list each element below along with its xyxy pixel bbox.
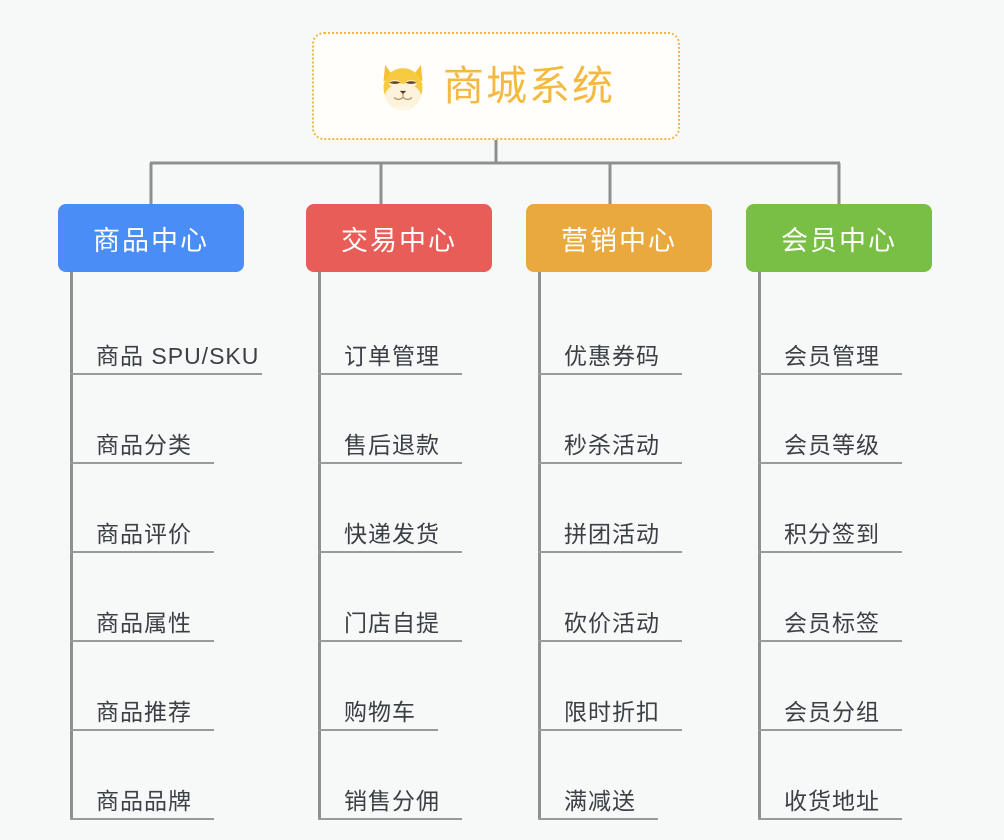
leaf-item[interactable]: 优惠券码	[526, 286, 712, 375]
leaf-item-label: 会员分组	[784, 698, 880, 725]
leaf-item-underline	[758, 640, 902, 642]
leaf-item-underline	[538, 729, 682, 731]
leaf-item-underline	[538, 551, 682, 553]
leaf-item-underline	[70, 373, 262, 375]
leaf-item-underline	[318, 373, 462, 375]
shiba-dog-face-icon	[377, 60, 429, 112]
leaf-item-label: 商品评价	[96, 520, 192, 547]
leaf-item-underline	[758, 729, 902, 731]
leaf-item-label: 快递发货	[344, 520, 440, 547]
leaf-item-underline	[318, 818, 462, 820]
leaf-item[interactable]: 满减送	[526, 731, 712, 820]
leaf-item-underline	[318, 551, 462, 553]
leaf-item[interactable]: 商品推荐	[58, 642, 244, 731]
branch-column-3: 营销中心优惠券码秒杀活动拼团活动砍价活动限时折扣满减送	[526, 204, 712, 820]
leaf-item-underline	[70, 462, 214, 464]
leaf-item-underline	[758, 462, 902, 464]
leaf-item-label: 商品 SPU/SKU	[96, 342, 260, 369]
leaf-item[interactable]: 商品品牌	[58, 731, 244, 820]
leaf-item-label: 订单管理	[344, 342, 440, 369]
leaf-item-underline	[758, 373, 902, 375]
leaf-item-label: 门店自提	[344, 609, 440, 636]
leaf-item-label: 商品推荐	[96, 698, 192, 725]
branch-spine-3	[538, 272, 541, 820]
branch-header-1[interactable]: 商品中心	[58, 204, 244, 272]
branch-leaf-list-2: 订单管理售后退款快递发货门店自提购物车销售分佣	[306, 272, 492, 820]
leaf-item-underline	[758, 818, 902, 820]
branch-leaf-list-3: 优惠券码秒杀活动拼团活动砍价活动限时折扣满减送	[526, 272, 712, 820]
leaf-item-label: 购物车	[344, 698, 416, 725]
root-node-shopping-mall-system[interactable]: 商城系统	[312, 32, 680, 140]
leaf-item-underline	[538, 640, 682, 642]
leaf-item-underline	[538, 373, 682, 375]
leaf-item-label: 销售分佣	[344, 787, 440, 814]
leaf-item[interactable]: 秒杀活动	[526, 375, 712, 464]
leaf-item-underline	[70, 818, 214, 820]
leaf-item[interactable]: 商品评价	[58, 464, 244, 553]
leaf-item-label: 商品分类	[96, 431, 192, 458]
branch-header-label: 交易中心	[341, 225, 457, 256]
leaf-item[interactable]: 会员标签	[746, 553, 932, 642]
branch-header-label: 营销中心	[561, 225, 677, 256]
leaf-item[interactable]: 会员分组	[746, 642, 932, 731]
leaf-item-underline	[538, 818, 658, 820]
leaf-item[interactable]: 门店自提	[306, 553, 492, 642]
branch-header-label: 会员中心	[781, 225, 897, 256]
leaf-item-underline	[318, 462, 462, 464]
leaf-item-underline	[758, 551, 902, 553]
leaf-item[interactable]: 拼团活动	[526, 464, 712, 553]
leaf-item-underline	[70, 551, 214, 553]
leaf-item-label: 砍价活动	[564, 609, 660, 636]
leaf-item[interactable]: 购物车	[306, 642, 492, 731]
leaf-item-label: 积分签到	[784, 520, 880, 547]
leaf-item[interactable]: 订单管理	[306, 286, 492, 375]
leaf-item-label: 会员标签	[784, 609, 880, 636]
branch-header-label: 商品中心	[93, 225, 209, 256]
leaf-item-label: 售后退款	[344, 431, 440, 458]
leaf-item[interactable]: 售后退款	[306, 375, 492, 464]
branch-column-1: 商品中心商品 SPU/SKU 商品分类商品评价商品属性商品推荐商品品牌	[58, 204, 262, 820]
branch-leaf-list-4: 会员管理会员等级积分签到会员标签会员分组收货地址	[746, 272, 932, 820]
leaf-item[interactable]: 限时折扣	[526, 642, 712, 731]
leaf-item-label: 会员等级	[784, 431, 880, 458]
leaf-item[interactable]: 商品分类	[58, 375, 244, 464]
root-title: 商城系统	[443, 62, 615, 109]
branch-spine-1	[70, 272, 73, 820]
leaf-item-label: 商品品牌	[96, 787, 192, 814]
leaf-item-underline	[538, 462, 682, 464]
leaf-item-label: 满减送	[564, 787, 636, 814]
branch-leaf-list-1: 商品 SPU/SKU 商品分类商品评价商品属性商品推荐商品品牌	[58, 272, 262, 820]
branch-header-3[interactable]: 营销中心	[526, 204, 712, 272]
leaf-item[interactable]: 快递发货	[306, 464, 492, 553]
leaf-item-label: 商品属性	[96, 609, 192, 636]
leaf-item[interactable]: 砍价活动	[526, 553, 712, 642]
leaf-item-underline	[318, 729, 438, 731]
branch-header-2[interactable]: 交易中心	[306, 204, 492, 272]
leaf-item[interactable]: 商品 SPU/SKU	[58, 286, 262, 375]
branch-header-4[interactable]: 会员中心	[746, 204, 932, 272]
leaf-item-label: 会员管理	[784, 342, 880, 369]
leaf-item-underline	[70, 729, 214, 731]
leaf-item-label: 收货地址	[784, 787, 880, 814]
branch-column-2: 交易中心订单管理售后退款快递发货门店自提购物车销售分佣	[306, 204, 492, 820]
leaf-item[interactable]: 会员管理	[746, 286, 932, 375]
branch-spine-2	[318, 272, 321, 820]
leaf-item[interactable]: 积分签到	[746, 464, 932, 553]
leaf-item-label: 秒杀活动	[564, 431, 660, 458]
branch-spine-4	[758, 272, 761, 820]
branch-column-4: 会员中心会员管理会员等级积分签到会员标签会员分组收货地址	[746, 204, 932, 820]
leaf-item-label: 优惠券码	[564, 342, 660, 369]
leaf-item-underline	[318, 640, 462, 642]
leaf-item[interactable]: 商品属性	[58, 553, 244, 642]
leaf-item[interactable]: 收货地址	[746, 731, 932, 820]
leaf-item-underline	[70, 640, 214, 642]
leaf-item-label: 拼团活动	[564, 520, 660, 547]
leaf-item[interactable]: 销售分佣	[306, 731, 492, 820]
leaf-item-label: 限时折扣	[564, 698, 660, 725]
leaf-item[interactable]: 会员等级	[746, 375, 932, 464]
